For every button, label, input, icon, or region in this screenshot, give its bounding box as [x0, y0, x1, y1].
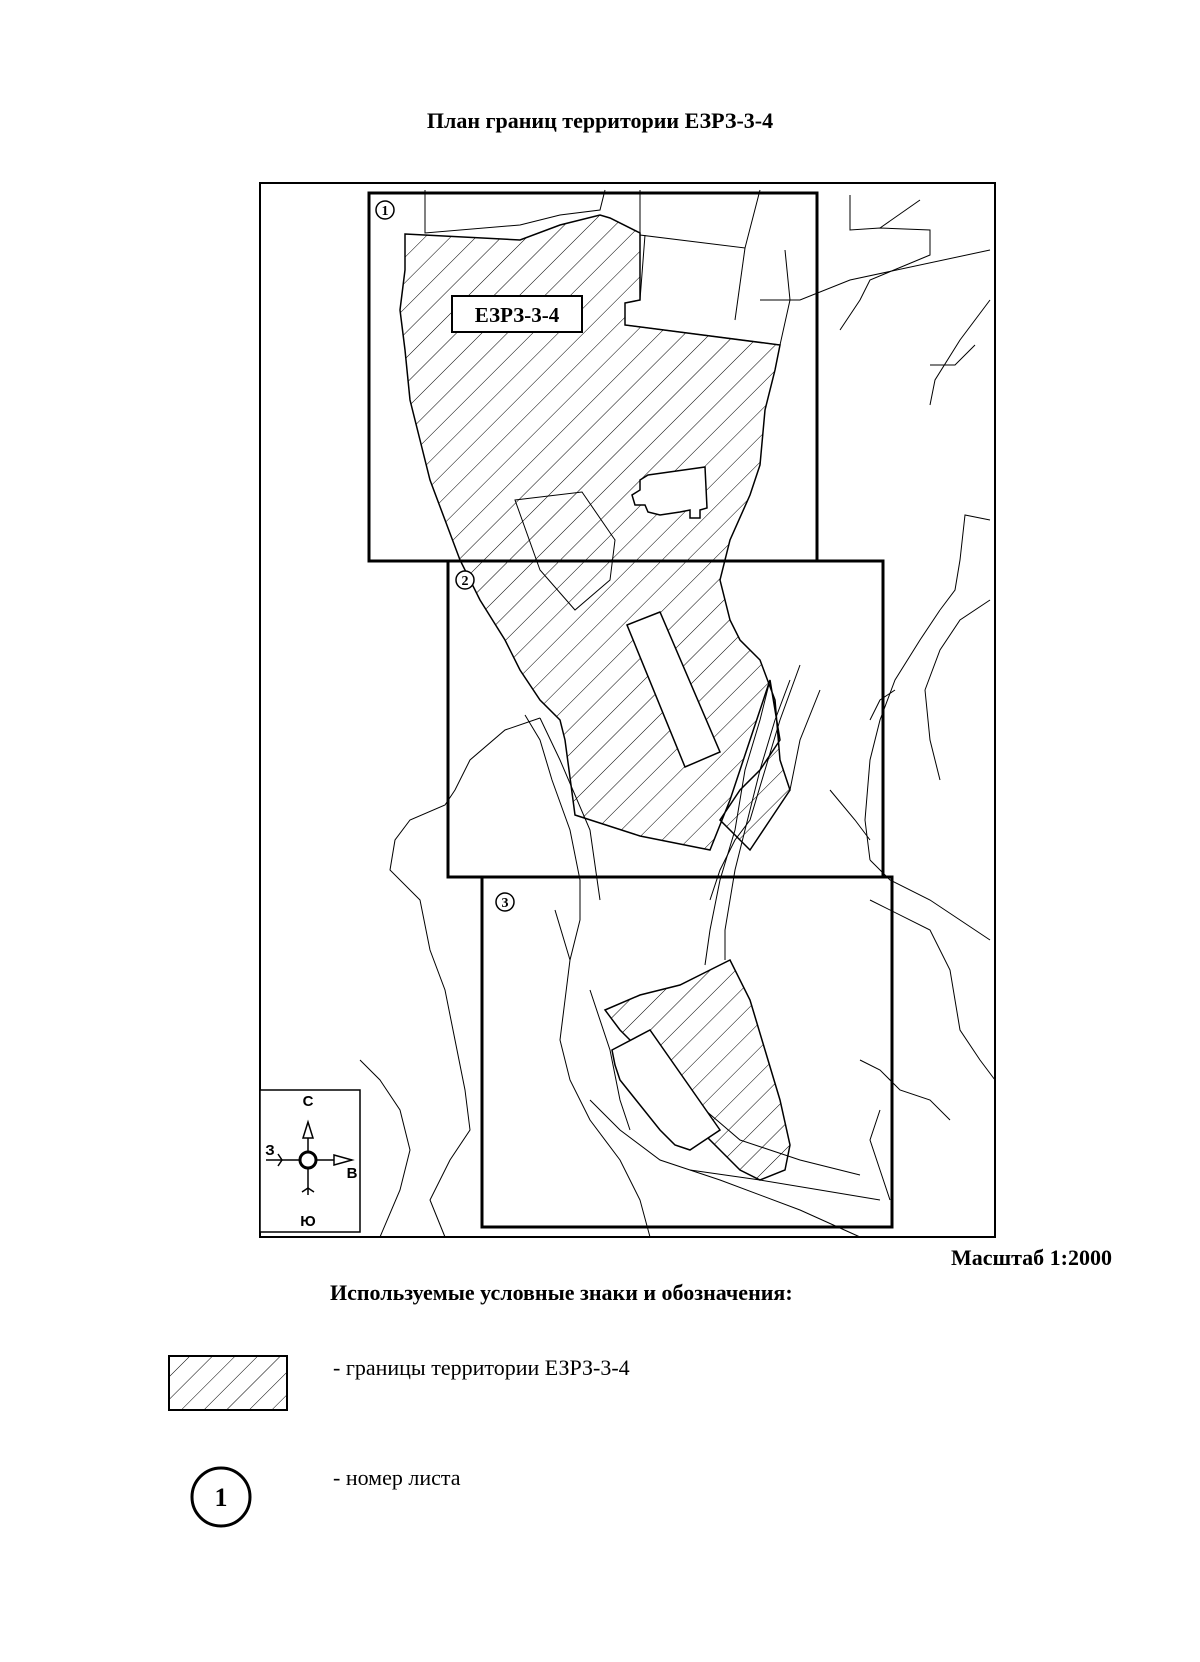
sheet-frame-3	[480, 875, 894, 1229]
cadastral-lines	[359, 189, 996, 1238]
sheet-number-1-circle	[375, 200, 395, 220]
building-2	[626, 611, 721, 768]
sheet-frames	[367, 191, 894, 1229]
territory-connector-2	[724, 679, 791, 960]
compass-center	[298, 1150, 318, 1170]
zone-label: ЕЗРЗ-3-4	[475, 303, 560, 327]
sheet-number-1: 1	[382, 204, 389, 219]
sheet-number-3: 3	[502, 896, 509, 911]
scale-label: Масштаб 1:2000	[950, 1245, 1112, 1270]
compass-west-label: З	[265, 1142, 274, 1159]
sheet-number-2-circle	[455, 570, 475, 590]
legend-item-territory-label: - границы территории ЕЗРЗ-3-4	[333, 1355, 630, 1380]
page-title: План границ территории ЕЗРЗ-3-4	[426, 108, 774, 133]
compass-south-label: Ю	[300, 1213, 315, 1230]
compass-north-arrow-icon	[301, 1119, 315, 1139]
sheet-number-3-circle	[495, 892, 515, 912]
compass-south-tick-icon	[301, 1187, 315, 1193]
building-3	[611, 1029, 722, 1151]
compass-west-tick-icon	[277, 1153, 283, 1167]
legend-title: Используемые условные знаки и обозначени…	[330, 1280, 793, 1305]
building-1	[631, 466, 708, 519]
legend-hatch-swatch	[168, 1355, 288, 1411]
compass-north-label: С	[303, 1093, 314, 1110]
territory-connector	[704, 679, 771, 966]
legend-sheet-number-value: 1	[215, 1483, 228, 1512]
compass-east-arrow-icon	[333, 1154, 355, 1166]
sheet-numbers: 1 2 3	[375, 200, 515, 912]
legend-sheet-number-symbol: 1	[190, 1466, 252, 1528]
compass: С Ю З В	[259, 1089, 361, 1233]
buildings	[611, 466, 722, 1151]
map-frame	[259, 182, 996, 1238]
sheet-number-2: 2	[462, 574, 469, 589]
parcel-outline	[514, 491, 616, 611]
zone-label-box	[451, 295, 583, 333]
compass-east-label: В	[347, 1165, 358, 1182]
legend-item-sheet-label: - номер листа	[333, 1465, 461, 1490]
